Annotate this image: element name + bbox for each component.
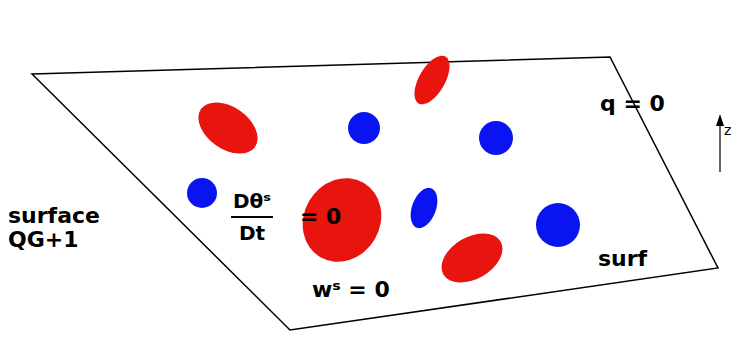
fraction-denominator: Dt	[239, 222, 265, 244]
surface-label: surf	[598, 247, 647, 271]
warm-anomaly	[288, 164, 397, 276]
equation-rhs: = 0	[300, 205, 341, 229]
cold-anomaly	[479, 121, 513, 155]
warm-anomaly	[407, 50, 457, 110]
axis-label: z	[724, 123, 731, 138]
cold-anomaly	[187, 178, 217, 208]
boundary-condition: wˢ = 0	[312, 278, 390, 302]
warm-anomaly	[433, 223, 511, 292]
cold-anomaly	[536, 203, 580, 247]
boundary-condition: q = 0	[600, 92, 665, 116]
z-axis-arrowhead	[716, 114, 724, 126]
warm-anomaly	[189, 92, 267, 164]
surface-plane	[32, 57, 718, 330]
fraction-bar	[231, 216, 273, 218]
cold-anomaly	[406, 184, 443, 232]
cold-anomaly	[348, 112, 380, 144]
z-axis	[719, 124, 720, 172]
fraction-numerator: Dθˢ	[233, 190, 271, 212]
model-name: surface QG+1	[8, 204, 118, 252]
